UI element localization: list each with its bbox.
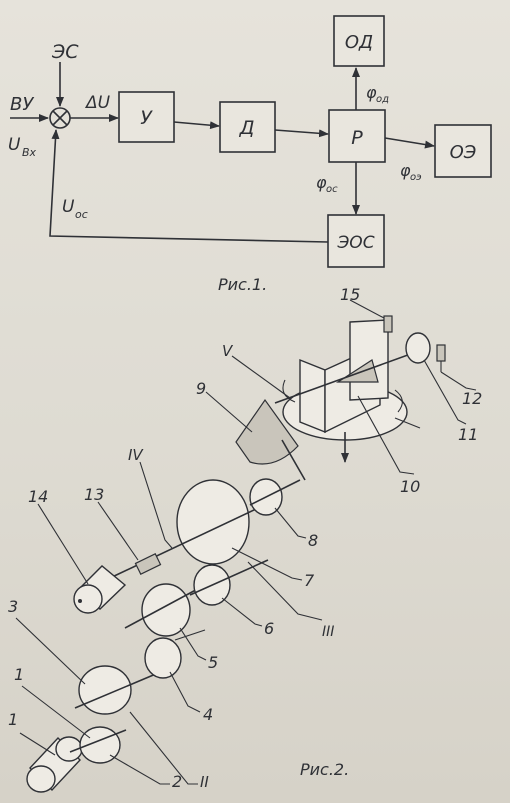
label-13: 13: [84, 485, 104, 504]
label-3: 3: [8, 597, 18, 616]
leader-IV: [139, 461, 173, 549]
feedback-arrow: [49, 129, 329, 243]
label-15: 15: [340, 285, 360, 304]
label-10: 10: [400, 477, 420, 496]
block-oe: [434, 124, 492, 178]
leader-12: [440, 371, 477, 391]
label-7: 7: [304, 571, 315, 590]
gear-4: [144, 637, 182, 679]
label-u-os-sub: ос: [75, 208, 88, 221]
sensor-15: [383, 315, 393, 333]
gear-7: [176, 479, 250, 565]
label-11: 11: [458, 425, 478, 444]
label-u-os: U: [62, 197, 75, 217]
label-2: 2: [172, 772, 182, 791]
label-6: 6: [264, 619, 274, 638]
block-u: [118, 91, 175, 143]
block-r: [328, 109, 386, 163]
leader-3: [15, 617, 86, 685]
leader-2: [109, 754, 170, 785]
label-u-in-sub: Вх: [22, 146, 37, 159]
shaft-III: [189, 559, 269, 596]
label-phi-oe-sub: оэ: [410, 172, 422, 183]
leader-6: [221, 597, 263, 627]
label-8: 8: [308, 531, 318, 550]
leader-III: [247, 561, 323, 621]
leader-1b: [21, 685, 91, 739]
label-V: V: [222, 342, 234, 360]
label-4: 4: [203, 705, 213, 724]
label-phi-oe: φ: [400, 161, 411, 180]
shaft-8: [249, 479, 301, 506]
block-od: [333, 15, 385, 67]
leader-9: [205, 391, 253, 433]
label-IV: IV: [128, 446, 144, 464]
block-od-label: ОД: [345, 32, 373, 53]
block-r-label: Р: [351, 127, 363, 149]
label-III: III: [322, 624, 334, 640]
motor-1: [26, 736, 83, 793]
label-phi-od-sub: од: [376, 94, 389, 105]
summing-junction: [49, 107, 71, 129]
block-eos: [327, 214, 385, 268]
sector-gear-9: [235, 398, 299, 465]
leader-10: [357, 395, 415, 475]
label-es: ЭС: [51, 41, 79, 63]
shaft-5-stub: [174, 629, 206, 641]
label-1b: 1: [14, 665, 24, 684]
leader-15: [349, 299, 385, 319]
leader-13: [97, 501, 139, 561]
leader-11: [423, 359, 467, 425]
shaft-V: [274, 346, 431, 404]
label-delta-u: ΔU: [84, 93, 111, 113]
shaft-motor: [69, 729, 127, 753]
figure2-gear-train: 1 1 3 2 II 4 5 6 III 7 8 IV 13 14 9 V 10: [8, 285, 482, 793]
block-d: [219, 101, 276, 153]
block-oe-label: ОЭ: [450, 142, 477, 163]
label-vu: ВУ: [10, 94, 34, 115]
mirror-assembly-10: [282, 319, 421, 463]
leader-1a: [19, 732, 56, 756]
u-to-d-arrow: [173, 121, 220, 130]
block-d-label: Д: [239, 117, 255, 139]
figure1-caption: Рис.1.: [218, 275, 267, 294]
block-eos-label: ЭОС: [336, 233, 374, 253]
label-phi-os-sub: ос: [326, 184, 338, 195]
shaft-5: [124, 584, 206, 629]
wheel-11: [405, 332, 431, 364]
label-u-in: U: [8, 135, 21, 155]
label-12: 12: [462, 389, 482, 408]
sector-link: [281, 439, 306, 481]
leader-14: [37, 503, 89, 585]
leader-V: [231, 355, 291, 399]
gear-5: [141, 583, 191, 637]
label-phi-os: φ: [316, 173, 327, 192]
figure2-caption: Рис.2.: [300, 760, 349, 779]
label-II: II: [200, 773, 209, 791]
figure1-block-diagram: ЭС ВУ U Вх ΔU У Д Р φ од ОД φ оэ ОЭ: [8, 15, 492, 294]
sensor-12: [436, 344, 446, 362]
coupling-13: [134, 552, 162, 576]
leader-7: [231, 547, 303, 581]
label-1a: 1: [8, 710, 18, 729]
leader-5: [179, 627, 207, 661]
label-14: 14: [28, 487, 48, 506]
motor-14: [73, 565, 127, 614]
leader-II: [129, 711, 198, 785]
label-phi-od: φ: [366, 83, 377, 102]
label-5: 5: [208, 653, 218, 672]
leader-4: [169, 671, 201, 713]
label-9: 9: [196, 379, 206, 398]
leader-8: [274, 507, 307, 539]
block-u-label: У: [140, 107, 153, 129]
d-to-r-arrow: [274, 129, 329, 138]
r-to-oe-arrow: [384, 137, 435, 149]
gear-3: [78, 665, 132, 715]
